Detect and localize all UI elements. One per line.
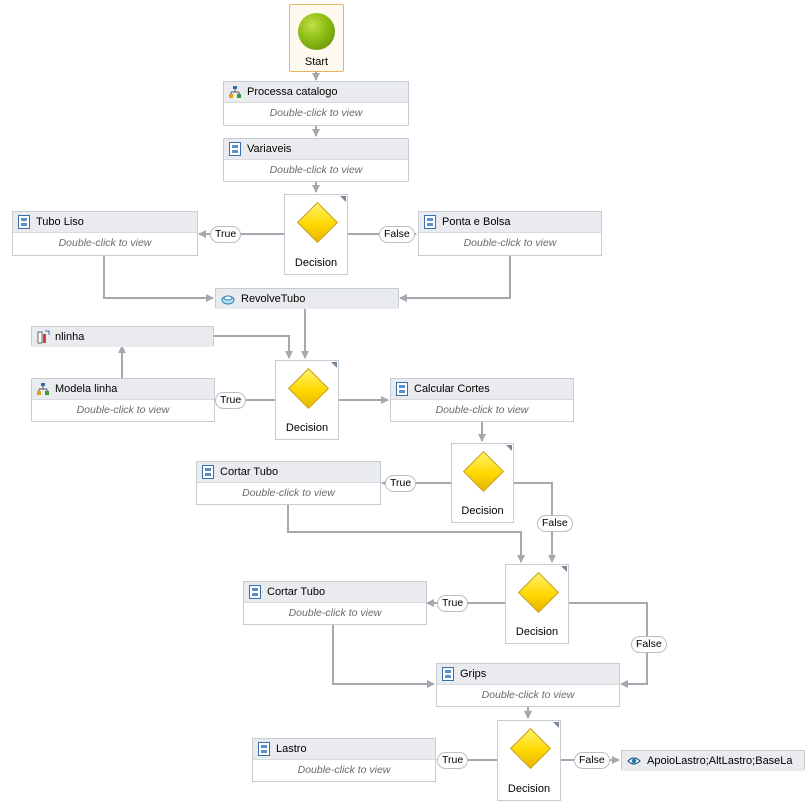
- activity-title: ApoioLastro;AltLastro;BaseLa: [647, 755, 793, 767]
- activity-hint: Double-click to view: [435, 404, 529, 416]
- activity-cortar-tubo-2[interactable]: Cortar Tubo Double-click to view: [243, 581, 427, 625]
- activity-title: Variaveis: [247, 143, 292, 155]
- decision-4[interactable]: Decision: [505, 564, 569, 644]
- activity-hint: Double-click to view: [58, 237, 152, 249]
- activity-cortar-tubo-1[interactable]: Cortar Tubo Double-click to view: [196, 461, 381, 505]
- start-node[interactable]: Start: [289, 4, 344, 72]
- decision-2[interactable]: Decision: [275, 360, 339, 440]
- sequence-icon: [424, 215, 436, 229]
- decision-diamond-icon: [509, 727, 551, 770]
- activity-variaveis[interactable]: Variaveis Double-click to view: [223, 138, 409, 182]
- decision-5[interactable]: Decision: [497, 720, 561, 801]
- activity-title: Grips: [460, 668, 487, 680]
- branch-label-true: True: [210, 226, 242, 243]
- activity-title: Ponta e Bolsa: [442, 216, 511, 228]
- activity-hint: Double-click to view: [297, 764, 391, 776]
- activity-title: nlinha: [55, 331, 85, 343]
- activity-nlinha[interactable]: nlinha: [31, 326, 214, 347]
- branch-label-true: True: [437, 752, 469, 769]
- flowchart-icon: [37, 383, 49, 395]
- branch-label-true: True: [385, 475, 417, 492]
- activity-modela-linha[interactable]: Modela linha Double-click to view: [31, 378, 215, 422]
- branch-label-true: True: [437, 595, 469, 612]
- branch-label-true: True: [215, 392, 247, 409]
- wire-ponta-to-revolve: [399, 256, 511, 302]
- activity-tubo-liso[interactable]: Tubo Liso Double-click to view: [12, 211, 198, 256]
- branch-label-false: False: [631, 636, 667, 653]
- activity-apoio-lastro[interactable]: ApoioLastro;AltLastro;BaseLa: [621, 750, 805, 771]
- branch-label-false: False: [574, 752, 610, 769]
- activity-calcular-cortes[interactable]: Calcular Cortes Double-click to view: [390, 378, 574, 422]
- assign-icon: [37, 330, 50, 344]
- sequence-icon: [396, 382, 408, 396]
- branch-label-false: False: [379, 226, 415, 243]
- decision-diamond-icon: [517, 571, 559, 614]
- sequence-icon: [202, 465, 214, 479]
- flowchart-icon: [229, 86, 241, 98]
- decision-diamond-icon: [462, 450, 505, 493]
- decision-3[interactable]: Decision: [451, 443, 514, 523]
- start-icon: [298, 13, 335, 50]
- revolve-icon: [221, 295, 235, 305]
- wire-cortar2-to-grips: [332, 625, 435, 688]
- sequence-icon: [249, 585, 261, 599]
- activity-title: Cortar Tubo: [267, 586, 326, 598]
- activity-hint: Double-click to view: [269, 164, 363, 176]
- wire-tuboliso-to-revolve: [103, 256, 214, 302]
- activity-title: Calcular Cortes: [414, 383, 490, 395]
- activity-hint: Double-click to view: [242, 487, 335, 499]
- branch-label-false: False: [537, 515, 573, 532]
- activity-title: Tubo Liso: [36, 216, 84, 228]
- sequence-icon: [229, 142, 241, 156]
- start-label: Start: [304, 56, 329, 68]
- activity-lastro[interactable]: Lastro Double-click to view: [252, 738, 436, 782]
- decision-diamond-icon: [287, 367, 329, 410]
- activity-title: RevolveTubo: [241, 293, 306, 305]
- sequence-icon: [442, 667, 454, 681]
- activity-hint: Double-click to view: [269, 107, 363, 119]
- activity-hint: Double-click to view: [481, 689, 575, 701]
- sequence-icon: [258, 742, 270, 756]
- decision-1[interactable]: Decision: [284, 194, 348, 275]
- activity-revolve-tubo[interactable]: RevolveTubo: [215, 288, 399, 309]
- activity-title: Lastro: [276, 743, 307, 755]
- activity-hint: Double-click to view: [463, 237, 557, 249]
- activity-hint: Double-click to view: [76, 404, 170, 416]
- activity-ponta-e-bolsa[interactable]: Ponta e Bolsa Double-click to view: [418, 211, 602, 256]
- wire-nlinha-to-decision2: [214, 335, 293, 359]
- decision-label: Decision: [294, 257, 338, 269]
- wire-cortar1-to-decision4: [287, 505, 525, 563]
- wire-decision3-false: [513, 482, 556, 563]
- activity-processa-catalogo[interactable]: Processa catalogo Double-click to view: [223, 81, 409, 126]
- activity-title: Modela linha: [55, 383, 118, 395]
- sequence-icon: [18, 215, 30, 229]
- activity-hint: Double-click to view: [288, 607, 382, 619]
- activity-grips[interactable]: Grips Double-click to view: [436, 663, 620, 707]
- decision-label: Decision: [507, 783, 551, 795]
- decision-label: Decision: [515, 626, 559, 638]
- activity-title: Processa catalogo: [247, 86, 338, 98]
- decision-label: Decision: [285, 422, 329, 434]
- decision-label: Decision: [461, 505, 504, 517]
- activity-title: Cortar Tubo: [220, 466, 279, 478]
- decision-diamond-icon: [296, 201, 338, 244]
- eye-icon: [627, 757, 641, 765]
